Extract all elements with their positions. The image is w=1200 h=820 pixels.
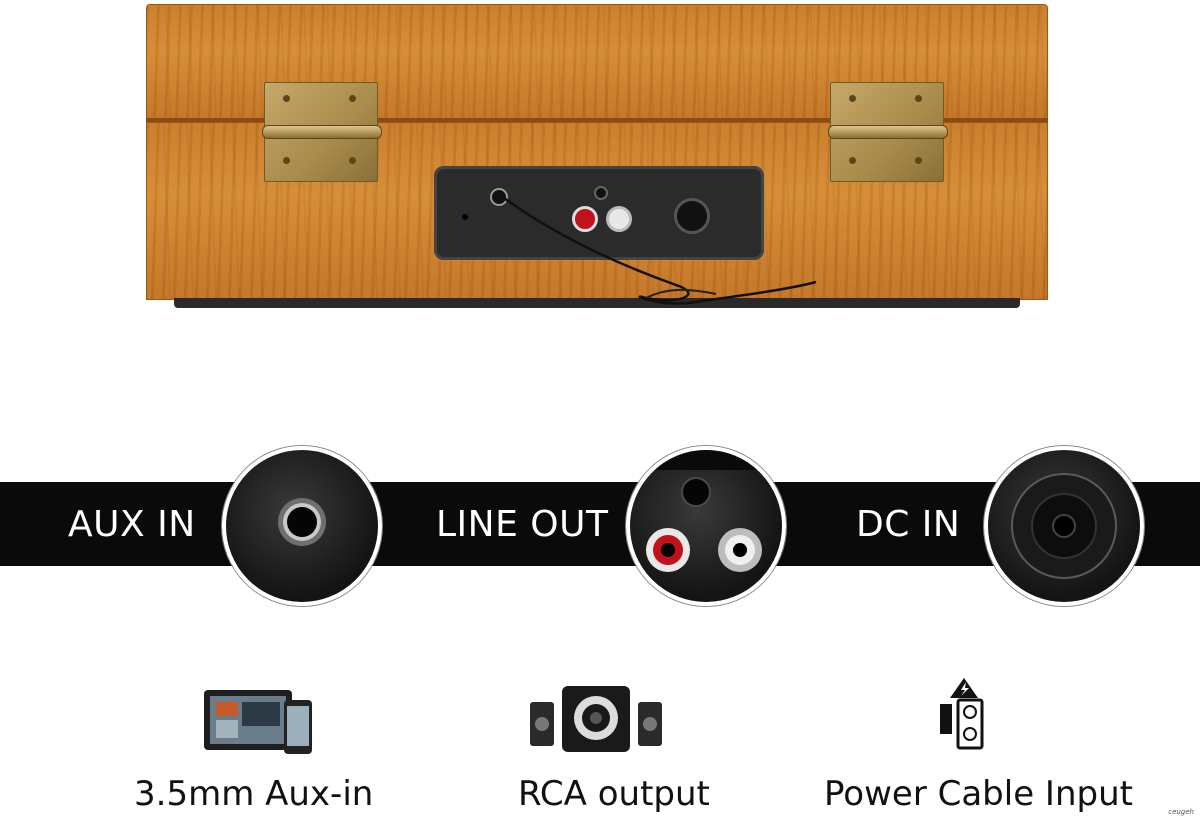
left-hinge <box>262 82 382 182</box>
aux-in-label: AUX IN <box>68 504 196 545</box>
case-seam <box>146 118 1048 123</box>
rca-red-jack <box>572 206 598 232</box>
aux-in-closeup <box>222 446 382 606</box>
tablet-phone-icon <box>202 686 316 756</box>
watermark: ceugeh <box>1168 808 1194 816</box>
dc-in-jack <box>674 198 710 234</box>
power-outlet-icon <box>934 676 986 756</box>
line-out-closeup <box>626 446 786 606</box>
power-cable-caption: Power Cable Input <box>824 774 1133 814</box>
rca-white-jack <box>606 206 632 232</box>
case-feet <box>174 298 1020 308</box>
right-hinge <box>828 82 948 182</box>
speaker-set-icon <box>526 680 666 760</box>
line-out-label: LINE OUT <box>436 504 609 545</box>
rear-connector-panel <box>434 166 764 260</box>
aux-in-jack <box>490 188 508 206</box>
aux-in-caption: 3.5mm Aux-in <box>134 774 374 814</box>
pinhole <box>462 214 468 220</box>
ground-post <box>594 186 608 200</box>
turntable-case <box>146 0 1048 312</box>
dc-in-closeup <box>984 446 1144 606</box>
rca-output-caption: RCA output <box>518 774 710 814</box>
dc-in-label: DC IN <box>856 504 961 545</box>
antenna-cable <box>495 191 817 305</box>
